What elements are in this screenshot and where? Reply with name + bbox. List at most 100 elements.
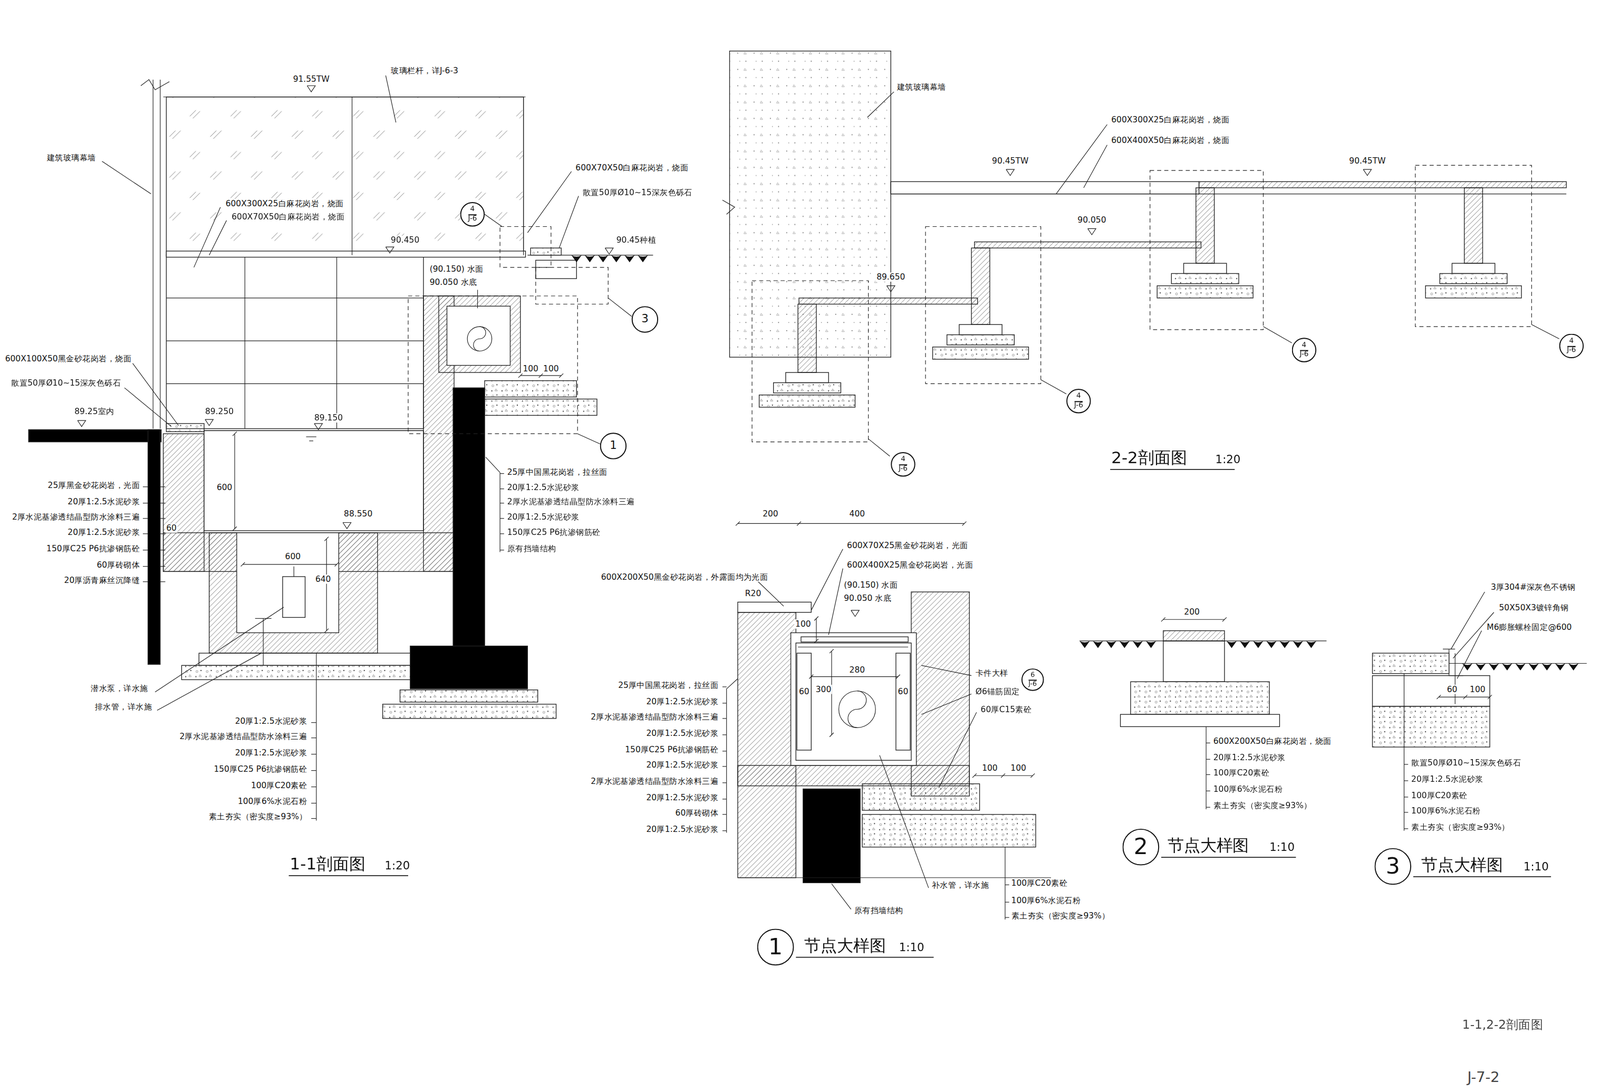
construction-layer (1120, 714, 1280, 727)
annotation-label: 60厚砖砌体 (674, 808, 720, 818)
leader-line (1463, 694, 1468, 699)
leader-line (1263, 326, 1292, 343)
leader-line (293, 566, 295, 577)
callout-circle: 4J-6 (1066, 388, 1091, 413)
leader-line (166, 297, 424, 298)
callout-number: 3 (1383, 853, 1403, 879)
annotation-label: 90.45TW (1347, 156, 1387, 166)
construction-layer (236, 532, 339, 633)
callout-number: 4 (1074, 392, 1083, 402)
soil-symbol (1119, 640, 1130, 649)
leader-line (828, 568, 843, 635)
annotation-label: 300 (814, 684, 833, 695)
leader-line (938, 711, 977, 788)
leader-line (163, 96, 526, 98)
detail-boundary (499, 226, 552, 267)
soil-symbol (1105, 640, 1116, 649)
leader-line (814, 615, 819, 621)
construction-layer (1372, 652, 1450, 674)
leader-line (523, 97, 524, 256)
annotation-label: 20厚1:2.5水泥砂浆 (1410, 774, 1485, 785)
annotation-label: 150厚C25 P6抗渗钢筋砼 (506, 527, 602, 538)
annotation-label: 90.45TW (990, 156, 1030, 166)
leader-line (726, 678, 738, 689)
construction-layer (795, 642, 912, 760)
leader-line (1438, 696, 1490, 698)
annotation-label: 60厚砖砌体 (95, 560, 142, 570)
annotation-label: 2厚水泥基渗透结晶型防水涂料三遍 (589, 712, 720, 722)
construction-layer (737, 601, 812, 612)
leader-line (722, 702, 727, 703)
callout-number: 4 (1567, 337, 1576, 347)
soil-symbol (1266, 640, 1277, 649)
callout-circle: 2 (1122, 828, 1160, 866)
annotation-label: 1-1,2-2剖面图 (1461, 1017, 1545, 1033)
callout-circle: 4J-6 (890, 451, 915, 477)
construction-layer (947, 334, 1015, 345)
leader-line (124, 387, 172, 427)
annotation-label: 600X100X50黑金砂花岗岩，烧面 (4, 354, 133, 364)
construction-layer (1163, 640, 1225, 682)
soil-symbol (1079, 640, 1090, 649)
leader-line (311, 817, 317, 819)
annotation-label: 100 (1009, 763, 1027, 773)
construction-layer (209, 532, 378, 653)
construction-layer (773, 382, 842, 393)
leader-line (1000, 773, 1006, 778)
callout-circle: 4J-6 (1559, 333, 1584, 359)
leader-line (160, 502, 166, 504)
soil-symbol (1488, 662, 1499, 671)
leader-line (1005, 901, 1010, 903)
callout-number: J-6 (1565, 346, 1579, 355)
level-mark (306, 85, 315, 93)
leader-line (244, 257, 246, 429)
annotation-label: 1:10 (898, 941, 926, 955)
leader-line (255, 618, 272, 619)
annotation-label: 20厚1:2.5水泥砂浆 (234, 747, 309, 758)
leader-line (726, 688, 727, 833)
soil-symbol (1515, 662, 1526, 671)
annotation-label: 100 (542, 364, 560, 374)
leader-line (722, 199, 735, 215)
annotation-label: 90.450 (389, 235, 421, 246)
leader-line (1454, 652, 1456, 705)
annotation-label: 600X400X50白麻花岗岩，烧面 (1110, 136, 1231, 146)
annotation-label: 玻璃栏杆，详J-6-3 (389, 66, 460, 76)
leader-line (499, 549, 505, 551)
leader-line (142, 581, 149, 582)
leader-line (1163, 619, 1225, 620)
callout-number: 2 (1131, 834, 1151, 860)
annotation-label: M6膨胀螺栓固定@600 (1485, 622, 1573, 632)
soil-symbol (1541, 662, 1553, 671)
annotation-label: 200 (1182, 606, 1201, 617)
construction-layer (1199, 181, 1567, 188)
construction-layer (447, 305, 511, 365)
leader-line (1403, 673, 1405, 831)
leader-line (737, 876, 1052, 878)
annotation-label: 2厚水泥基渗透结晶型防水涂料三遍 (506, 497, 636, 507)
leader-line (1206, 726, 1207, 809)
soil-symbol (598, 255, 609, 263)
soil-symbol (584, 255, 595, 263)
soil-symbol (1501, 662, 1512, 671)
soil-symbol (1293, 640, 1304, 649)
drawing-title: 2-2剖面图 (1110, 449, 1188, 469)
leader-line (311, 737, 317, 738)
callout-circle: 3 (631, 305, 659, 333)
leader-line (311, 753, 317, 755)
level-mark (314, 423, 323, 430)
pump-symbol (839, 690, 876, 728)
annotation-label: 100 (794, 619, 812, 630)
drawing-title: 节点大样图 (803, 937, 888, 957)
leader-line (1056, 124, 1108, 195)
leader-line (166, 383, 424, 384)
detail-boundary (925, 226, 1042, 384)
construction-layer (1464, 187, 1483, 264)
annotation-label: 排水管，详水施 (93, 701, 153, 712)
leader-line (305, 436, 316, 437)
leader-line (232, 526, 237, 531)
annotation-label: 100厚6%水泥石粉 (1212, 784, 1284, 795)
callout-number: 6 (1028, 671, 1037, 681)
construction-layer (1372, 706, 1491, 747)
annotation-label: 600X70X50白麻花岗岩，烧面 (574, 163, 690, 173)
